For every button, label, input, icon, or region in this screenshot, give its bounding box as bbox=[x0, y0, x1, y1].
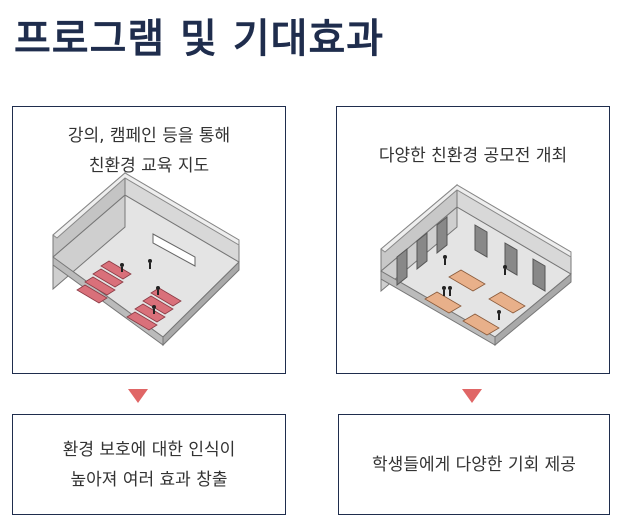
contest-desc-line1: 다양한 친환경 공모전 개최 bbox=[378, 146, 568, 166]
contest-panel: 다양한 친환경 공모전 개최 bbox=[336, 106, 610, 374]
lecture-result-line2: 높아져 여러 효과 창출 bbox=[70, 469, 228, 490]
down-arrow-right bbox=[462, 389, 482, 403]
lecture-desc-line1: 강의, 캠페인 등을 통해 bbox=[67, 126, 231, 146]
exhibition-room-illustration bbox=[380, 183, 572, 347]
down-arrow-left bbox=[128, 389, 148, 403]
lecture-desc-line2: 친환경 교육 지도 bbox=[88, 156, 210, 176]
page-title: 프로그램 및 기대효과 bbox=[14, 16, 385, 62]
lecture-result-box: 환경 보호에 대한 인식이 높아져 여러 효과 창출 bbox=[12, 414, 286, 515]
lecture-panel: 강의, 캠페인 등을 통해 친환경 교육 지도 bbox=[12, 106, 286, 374]
contest-result-line1: 학생들에게 다양한 기회 제공 bbox=[372, 454, 576, 475]
contest-result-box: 학생들에게 다양한 기회 제공 bbox=[338, 414, 610, 515]
lecture-result-line1: 환경 보호에 대한 인식이 bbox=[62, 439, 236, 460]
lecture-desks bbox=[76, 260, 182, 331]
lecture-room-illustration bbox=[52, 171, 240, 347]
